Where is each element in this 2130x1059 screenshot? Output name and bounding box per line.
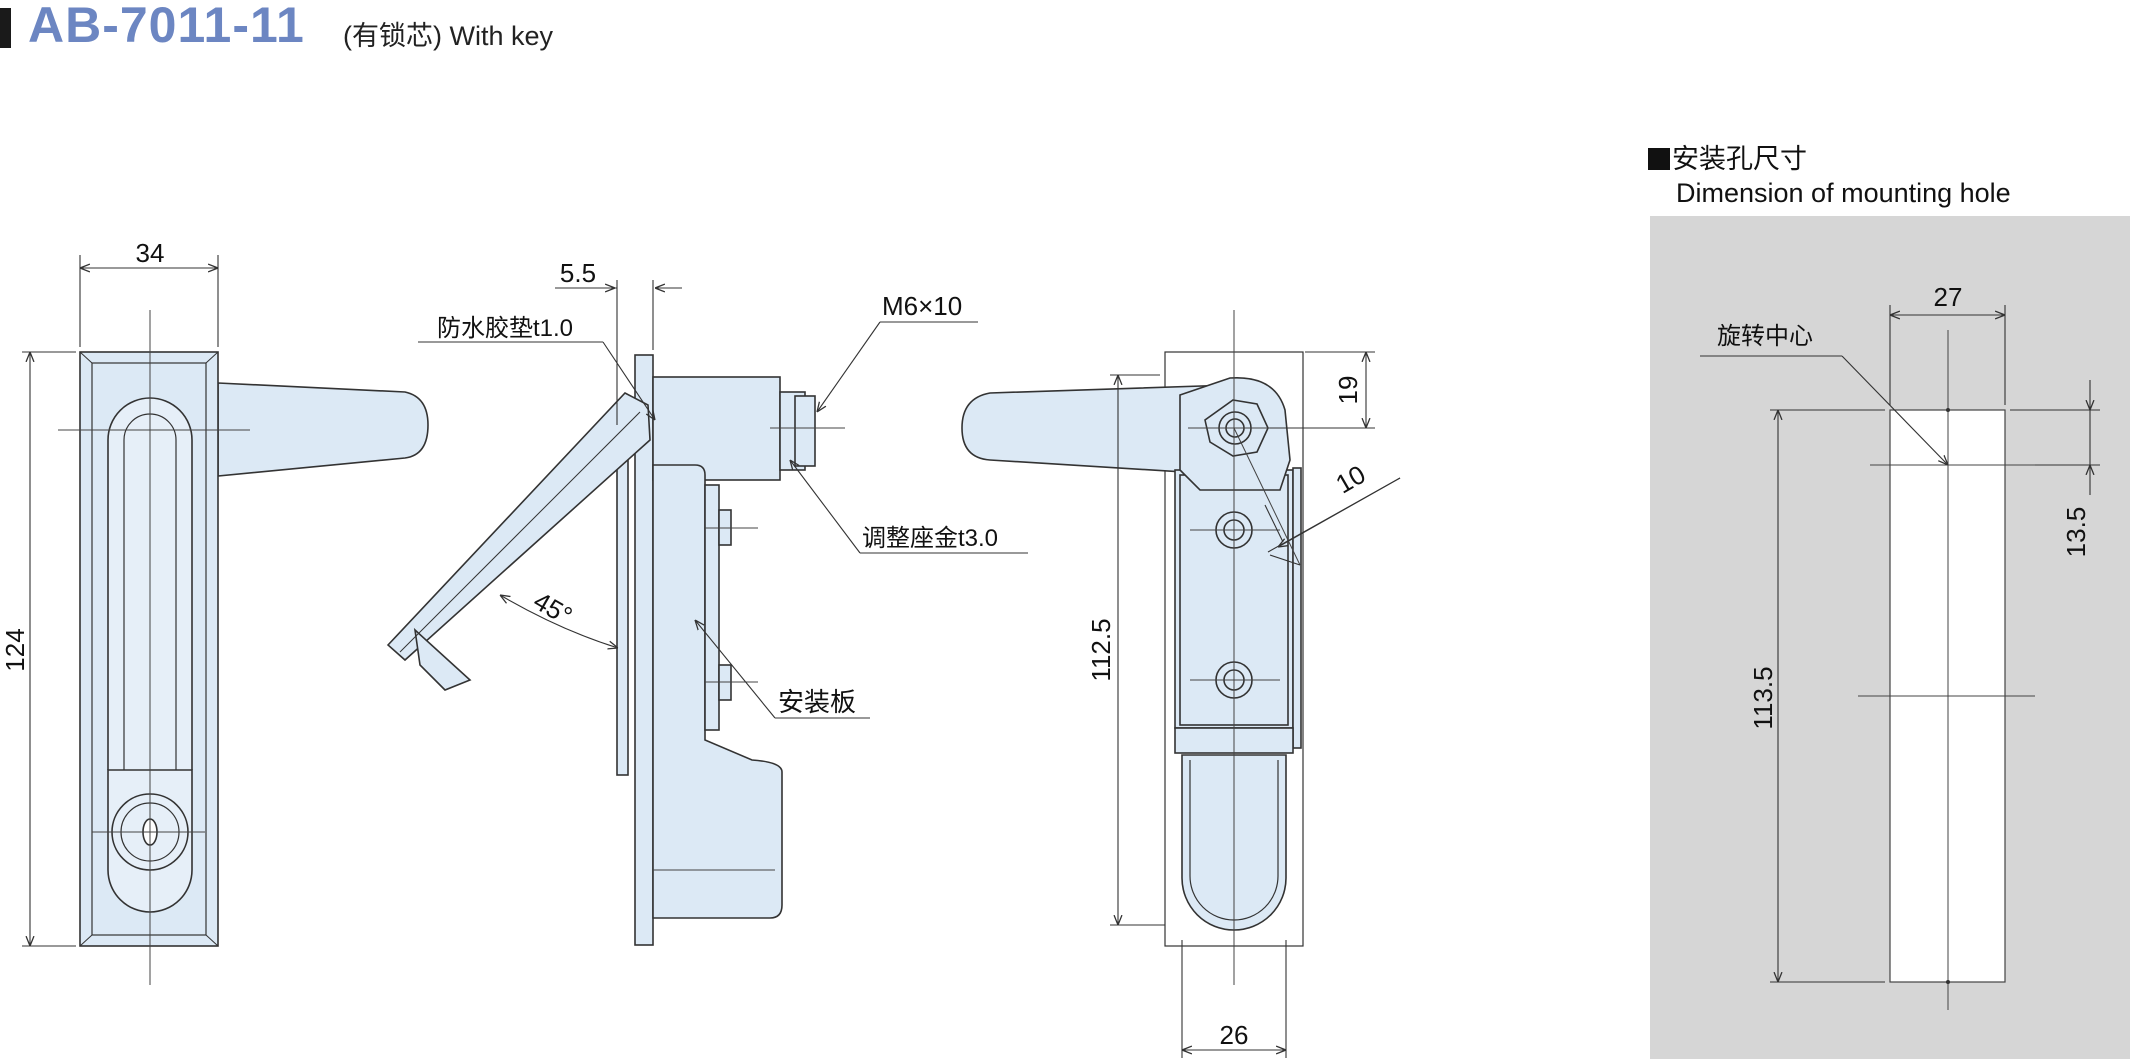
hole-dim-height: 113.5	[1748, 666, 1778, 729]
heading-cn: 安装孔尺寸	[1672, 144, 1807, 174]
side-lever-open	[386, 392, 651, 662]
side-centerlines	[653, 427, 845, 871]
label-gasket: 防水胶垫t1.0	[437, 315, 573, 342]
mounting-hole-heading: 安装孔尺寸 Dimension of mounting hole	[1648, 142, 2011, 210]
side-lower-housing	[652, 464, 783, 919]
hole-centerlines	[1858, 330, 2035, 1010]
front-dim-height: 124	[0, 628, 30, 671]
label-washer: 调整座金t3.0	[862, 525, 998, 552]
hole-dimensions	[1700, 305, 2100, 983]
model-subtitle: (有锁芯) With key	[343, 21, 554, 51]
title-marker	[0, 8, 11, 48]
label-screw: M6×10	[882, 291, 962, 321]
label-rotation-center: 旋转中心	[1717, 323, 1813, 350]
mounting-panel	[616, 429, 629, 776]
hole-dim-width: 27	[1934, 282, 1963, 312]
side-view	[386, 354, 816, 946]
back-dim-width: 26	[1220, 1020, 1249, 1050]
back-dimensions	[1110, 351, 1401, 1058]
screw-head	[794, 395, 816, 467]
back-dim-top: 19	[1333, 376, 1363, 405]
back-dim-height: 112.5	[1086, 618, 1116, 681]
label-angle: 45°	[528, 585, 577, 631]
back-lever	[961, 384, 1233, 476]
back-view	[961, 351, 1304, 947]
front-view	[58, 310, 429, 985]
heading-en: Dimension of mounting hole	[1676, 178, 2011, 208]
front-dimensions	[22, 255, 219, 947]
model-number: AB-7011-11	[28, 0, 305, 53]
heading-square-icon	[1648, 148, 1670, 170]
side-dim-thickness: 5.5	[560, 258, 596, 288]
label-panel: 安装板	[778, 687, 856, 717]
front-dim-width: 34	[136, 238, 165, 268]
back-dim-offset: 10	[1330, 459, 1370, 499]
side-dimensions	[418, 280, 1028, 719]
side-upper-body	[652, 376, 781, 481]
back-centerlines	[1188, 310, 1301, 985]
hole-dim-offset: 13.5	[2061, 507, 2091, 558]
front-lever	[217, 382, 429, 477]
